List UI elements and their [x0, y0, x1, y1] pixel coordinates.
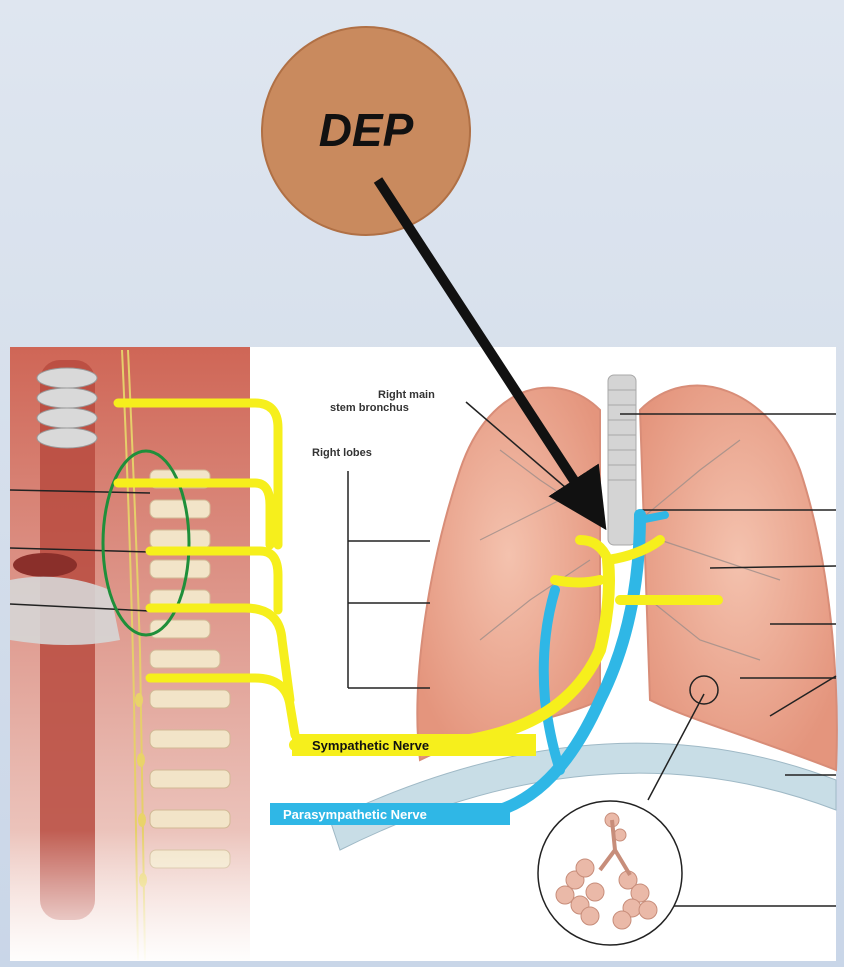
right-lobes-label: Right lobes — [312, 447, 372, 459]
trachea — [608, 375, 636, 545]
sympathetic-label: Sympathetic Nerve — [312, 738, 429, 753]
spine-illustration — [10, 347, 250, 961]
dep-badge-text: DEP — [319, 104, 414, 156]
parasympathetic-label: Parasympathetic Nerve — [283, 807, 427, 822]
right-main-stem-label-line1: Right main — [378, 389, 435, 401]
right-main-stem-label-line2: stem bronchus — [330, 402, 409, 414]
dep-badge: DEP — [262, 27, 470, 235]
